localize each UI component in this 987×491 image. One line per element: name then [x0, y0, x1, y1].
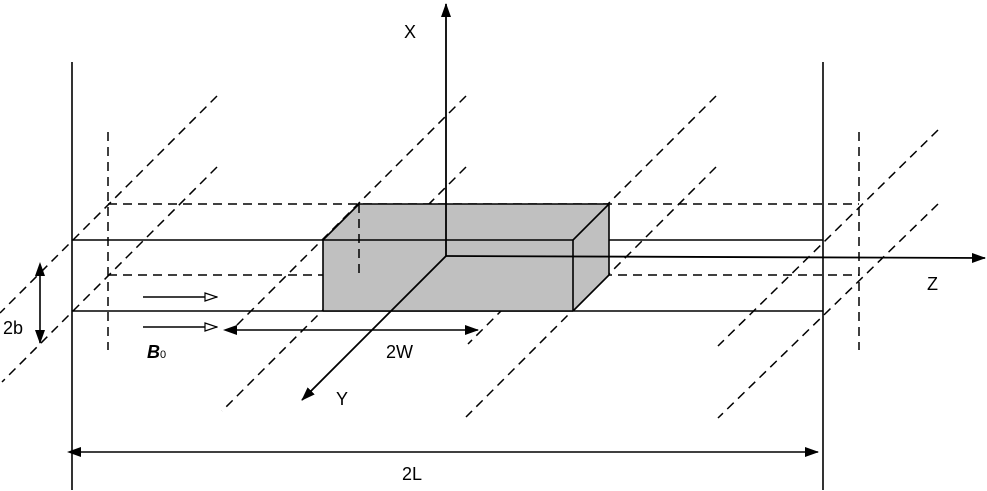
sample-box-top-left-edge — [322, 203, 360, 241]
field-subscript: 0 — [160, 349, 166, 361]
z-axis-label: Z — [927, 274, 938, 294]
length-label: 2L — [402, 464, 422, 484]
width-label: 2W — [386, 342, 413, 362]
sample-box — [322, 203, 610, 312]
field-symbol: B — [147, 342, 160, 362]
field-label: B0 — [147, 342, 166, 362]
y-axis-label: Y — [336, 389, 348, 409]
sample-box-bottom-right-edge — [572, 274, 610, 312]
sample-box-top-right-edge — [572, 203, 610, 241]
x-axis-label: X — [404, 22, 416, 42]
thickness-label: 2b — [3, 318, 23, 338]
z-axis-arrow — [445, 252, 986, 263]
sample-box-fill — [323, 204, 609, 311]
